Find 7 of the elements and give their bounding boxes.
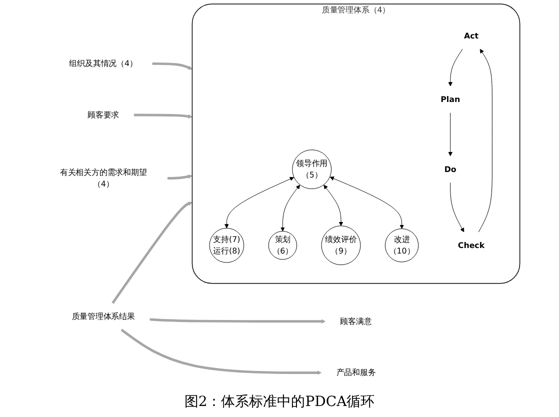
arrow	[120, 328, 322, 375]
figure-caption: 图2：体系标准中的PDCA循环	[184, 393, 375, 412]
arrow	[112, 202, 192, 304]
arrow	[150, 318, 326, 324]
arrow	[152, 62, 192, 70]
arrow	[168, 174, 192, 180]
arrow	[134, 114, 192, 119]
